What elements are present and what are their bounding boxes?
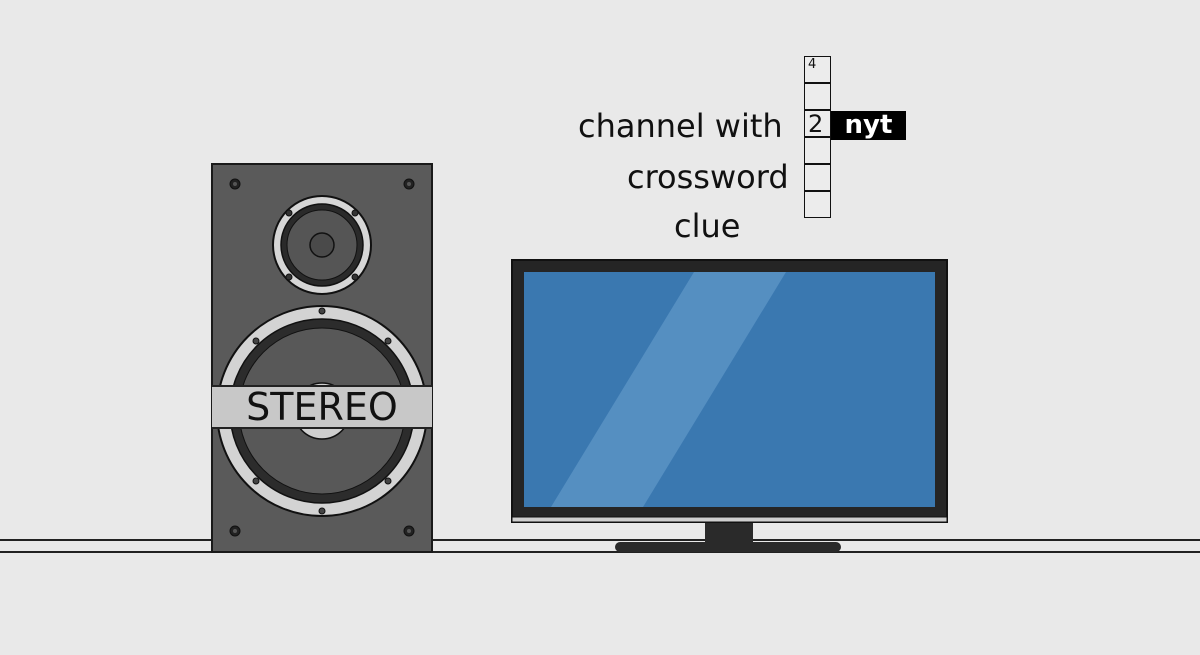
clue-line-1: channel with xyxy=(578,107,783,145)
television xyxy=(511,259,948,554)
shelf-bottom-edge xyxy=(0,551,1200,553)
crossword-cell[interactable] xyxy=(804,83,831,110)
crossword-cell[interactable] xyxy=(804,164,831,191)
tv-icon xyxy=(511,259,948,552)
crossword-cell[interactable] xyxy=(804,137,831,164)
crossword-answer: nyt xyxy=(831,111,906,140)
stereo-speaker xyxy=(211,163,433,553)
cell-number: 4 xyxy=(808,57,817,72)
stereo-label: STEREO xyxy=(212,385,432,429)
crossword-cell[interactable]: 4 xyxy=(804,56,831,83)
cell-number: 2 xyxy=(808,110,824,138)
clue-line-3: clue xyxy=(674,207,741,245)
crossword-cell[interactable] xyxy=(804,191,831,218)
shelf-top-edge xyxy=(0,539,1200,541)
crossword-cell[interactable]: 2 xyxy=(804,110,831,138)
speaker-icon xyxy=(211,163,433,553)
clue-line-2: crossword xyxy=(627,158,789,196)
